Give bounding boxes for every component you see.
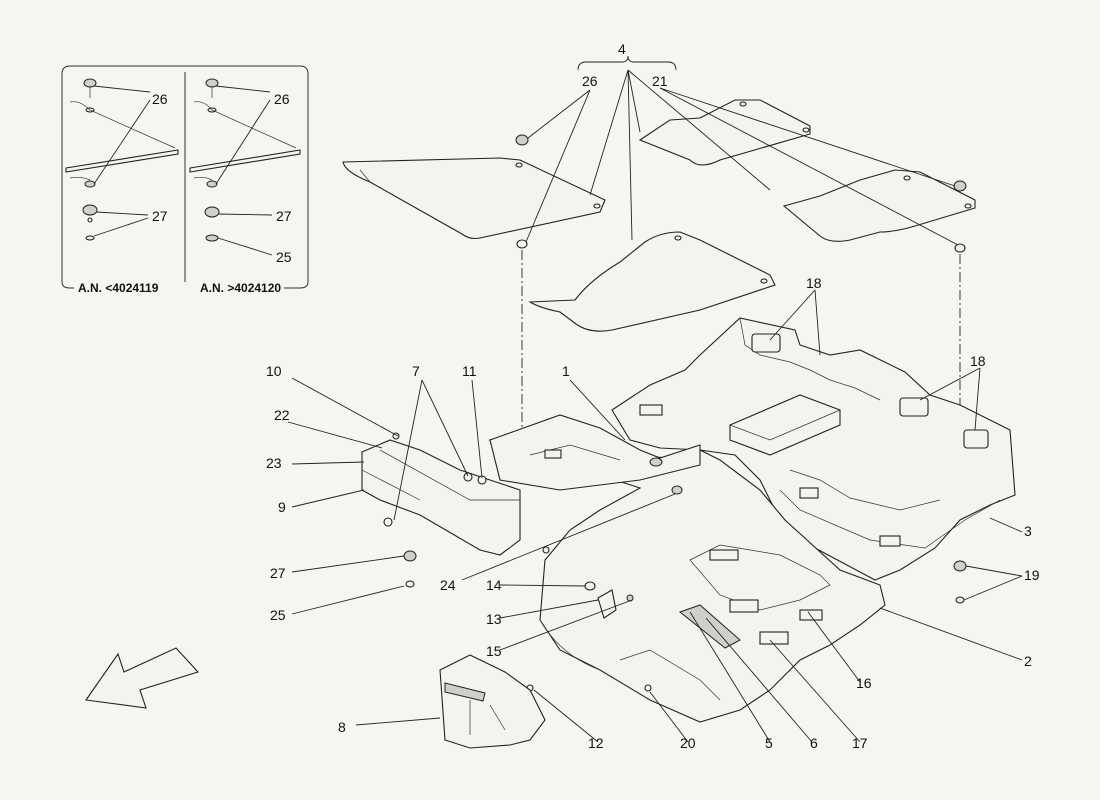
- callout-16: 16: [856, 675, 872, 691]
- callout-5: 5: [765, 735, 773, 751]
- callout-4: 4: [618, 41, 626, 57]
- callout-21: 21: [652, 73, 668, 89]
- main-carpet: [361, 317, 1016, 749]
- inset-right-label-27: 27: [276, 208, 292, 224]
- callout-25: 25: [270, 607, 286, 623]
- leader-lines: [287, 69, 1023, 743]
- callout-2: 2: [1024, 653, 1032, 669]
- callout-11: 23: [266, 455, 282, 471]
- callout-7: 22: [274, 407, 290, 423]
- callout-labels: 4 26 21 18 18 10 22 23 9 7 11 1 3 27 25 …: [266, 41, 1040, 751]
- callout-3: 3: [1024, 523, 1032, 539]
- inset-left-label-26: 26: [152, 91, 168, 107]
- inset-left-caption: A.N. <4024119: [78, 281, 159, 295]
- callout-18-upper: 18: [806, 275, 822, 291]
- callout-26: 26: [582, 73, 598, 89]
- callout-12: 12: [588, 735, 604, 751]
- inset-box: [61, 65, 309, 289]
- callout-9: 1: [562, 363, 570, 379]
- callout-27: 27: [270, 565, 286, 581]
- callout-1: 9: [278, 499, 286, 515]
- callout-6: 6: [810, 735, 818, 751]
- callout-14: 14: [486, 577, 502, 593]
- inset-right-caption: A.N. >4024120: [200, 281, 281, 295]
- inset-right-label-25: 25: [276, 249, 292, 265]
- inset-left-label-27: 27: [152, 208, 168, 224]
- callout-20: 20: [680, 735, 696, 751]
- callout-24: 24: [440, 577, 456, 593]
- brace-4: [577, 55, 677, 71]
- callout-10: 10: [266, 363, 282, 379]
- callout-23: 11: [462, 363, 477, 379]
- inset-right-label-26: 26: [274, 91, 290, 107]
- callout-15: 15: [486, 643, 502, 659]
- inset-labels: 26 27 26 27 25 A.N. <4024119 A.N. >40241…: [78, 91, 292, 295]
- callout-17: 17: [852, 735, 868, 751]
- callout-13: 13: [486, 611, 502, 627]
- callout-18-right: 18: [970, 353, 986, 369]
- callout-19: 19: [1024, 567, 1040, 583]
- direction-arrow-icon: [85, 647, 199, 709]
- callout-22: 7: [412, 363, 420, 379]
- callout-8: 8: [338, 719, 346, 735]
